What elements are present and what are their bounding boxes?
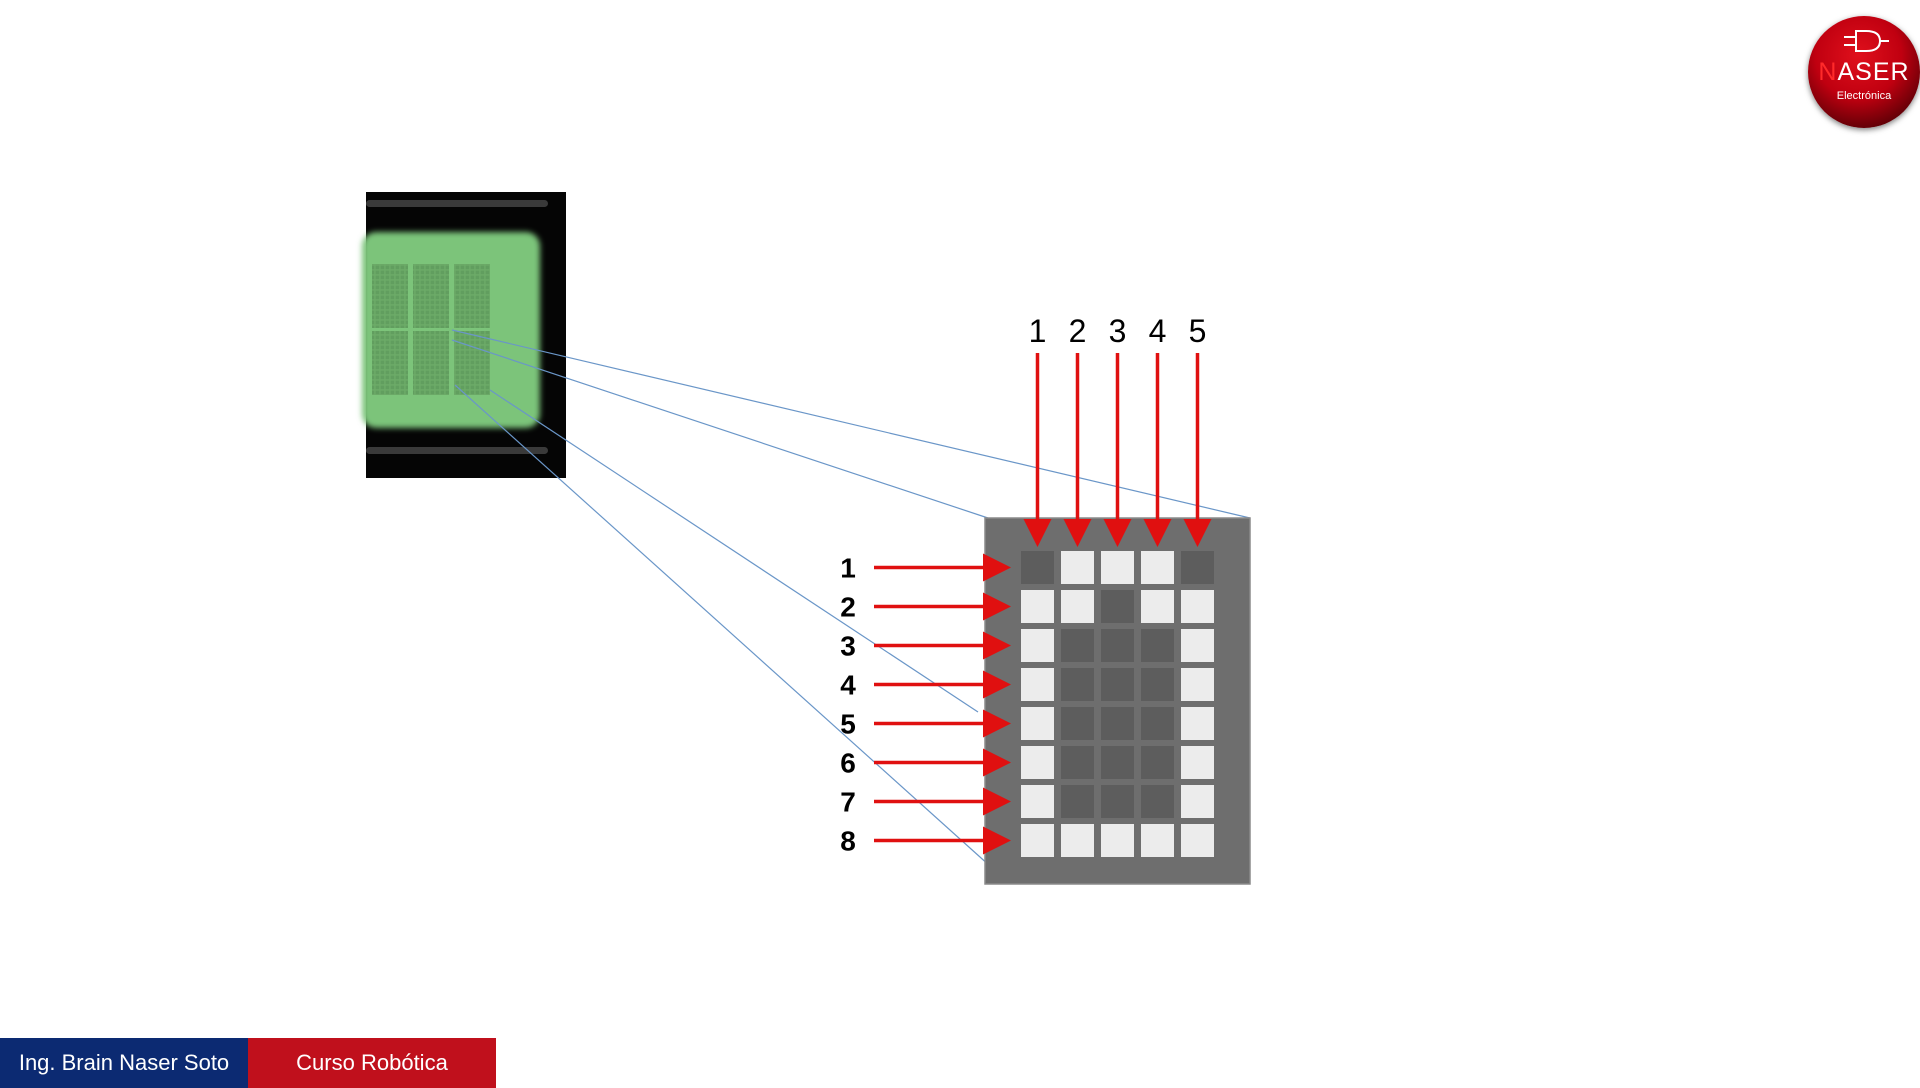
matrix-pixel — [1061, 629, 1094, 662]
column-label: 2 — [1069, 313, 1087, 349]
matrix-pixel — [1101, 824, 1134, 857]
matrix-pixel — [1141, 746, 1174, 779]
matrix-pixel — [1101, 590, 1134, 623]
lcd-character-cell — [454, 264, 490, 328]
column-label: 1 — [1029, 313, 1047, 349]
matrix-pixel — [1061, 668, 1094, 701]
matrix-pixel — [1021, 551, 1054, 584]
matrix-pixel — [1181, 824, 1214, 857]
row-label: 5 — [840, 709, 856, 740]
column-label: 4 — [1149, 313, 1167, 349]
lcd-character-cell — [372, 264, 408, 328]
column-arrows — [1023, 353, 1212, 547]
matrix-pixel — [1061, 707, 1094, 740]
matrix-pixel — [1181, 668, 1214, 701]
matrix-pixel — [1061, 551, 1094, 584]
matrix-pixel — [1061, 785, 1094, 818]
footer-course: Curso Robótica — [248, 1038, 496, 1088]
lcd-character-cells — [372, 264, 490, 395]
row-label: 1 — [840, 553, 856, 584]
matrix-pixel — [1141, 629, 1174, 662]
lcd-character-cell — [372, 331, 408, 395]
row-label: 8 — [840, 826, 856, 857]
matrix-pixel — [1021, 629, 1054, 662]
matrix-pixel — [1181, 707, 1214, 740]
matrix-pixel — [1141, 824, 1174, 857]
matrix-pixel — [1101, 707, 1134, 740]
matrix-pixel — [1101, 551, 1134, 584]
lcd-module — [362, 192, 566, 478]
matrix-pixel — [1141, 785, 1174, 818]
matrix-pixel — [1021, 668, 1054, 701]
footer-author: Ing. Brain Naser Soto — [0, 1038, 248, 1088]
logic-gate-icon — [1844, 30, 1889, 52]
column-label: 3 — [1109, 313, 1127, 349]
lcd-character-cell — [413, 331, 449, 395]
matrix-pixel — [1101, 746, 1134, 779]
matrix-pixel — [1061, 824, 1094, 857]
matrix-pixel — [1101, 668, 1134, 701]
logo-initial: N — [1818, 58, 1838, 86]
logo-wordmark: NASER — [1808, 60, 1920, 85]
matrix-pixel — [1021, 707, 1054, 740]
matrix-pixel — [1101, 629, 1134, 662]
naser-logo: NASER Electrónica — [1808, 16, 1920, 128]
column-label: 5 — [1189, 313, 1207, 349]
row-label: 3 — [840, 631, 856, 662]
matrix-pixel — [1021, 824, 1054, 857]
matrix-pixel — [1181, 629, 1214, 662]
row-labels: 1 2 3 4 5 6 7 8 — [840, 553, 856, 857]
matrix-pixel — [1061, 746, 1094, 779]
matrix-pixel — [1061, 590, 1094, 623]
matrix-pixel — [1141, 590, 1174, 623]
matrix-pixel — [1101, 785, 1134, 818]
matrix-pixel — [1181, 590, 1214, 623]
matrix-pixel — [1141, 707, 1174, 740]
matrix-pixel — [1021, 746, 1054, 779]
lcd-character-cell — [454, 331, 490, 395]
row-label: 4 — [840, 670, 856, 701]
logo-subtitle: Electrónica — [1836, 90, 1892, 102]
row-label: 2 — [840, 592, 856, 623]
matrix-pixel — [1181, 746, 1214, 779]
matrix-pixel — [1181, 785, 1214, 818]
matrix-pixel — [1021, 590, 1054, 623]
matrix-pixel — [1021, 785, 1054, 818]
row-label: 7 — [840, 787, 856, 818]
matrix-pixel — [1141, 668, 1174, 701]
row-label: 6 — [840, 748, 856, 779]
matrix-pixel — [1141, 551, 1174, 584]
matrix-pixel — [1181, 551, 1214, 584]
logo-name-rest: ASER — [1837, 58, 1910, 86]
lcd-character-cell — [413, 264, 449, 328]
dot-matrix-pixels — [1021, 551, 1214, 857]
row-arrows — [874, 553, 1011, 855]
